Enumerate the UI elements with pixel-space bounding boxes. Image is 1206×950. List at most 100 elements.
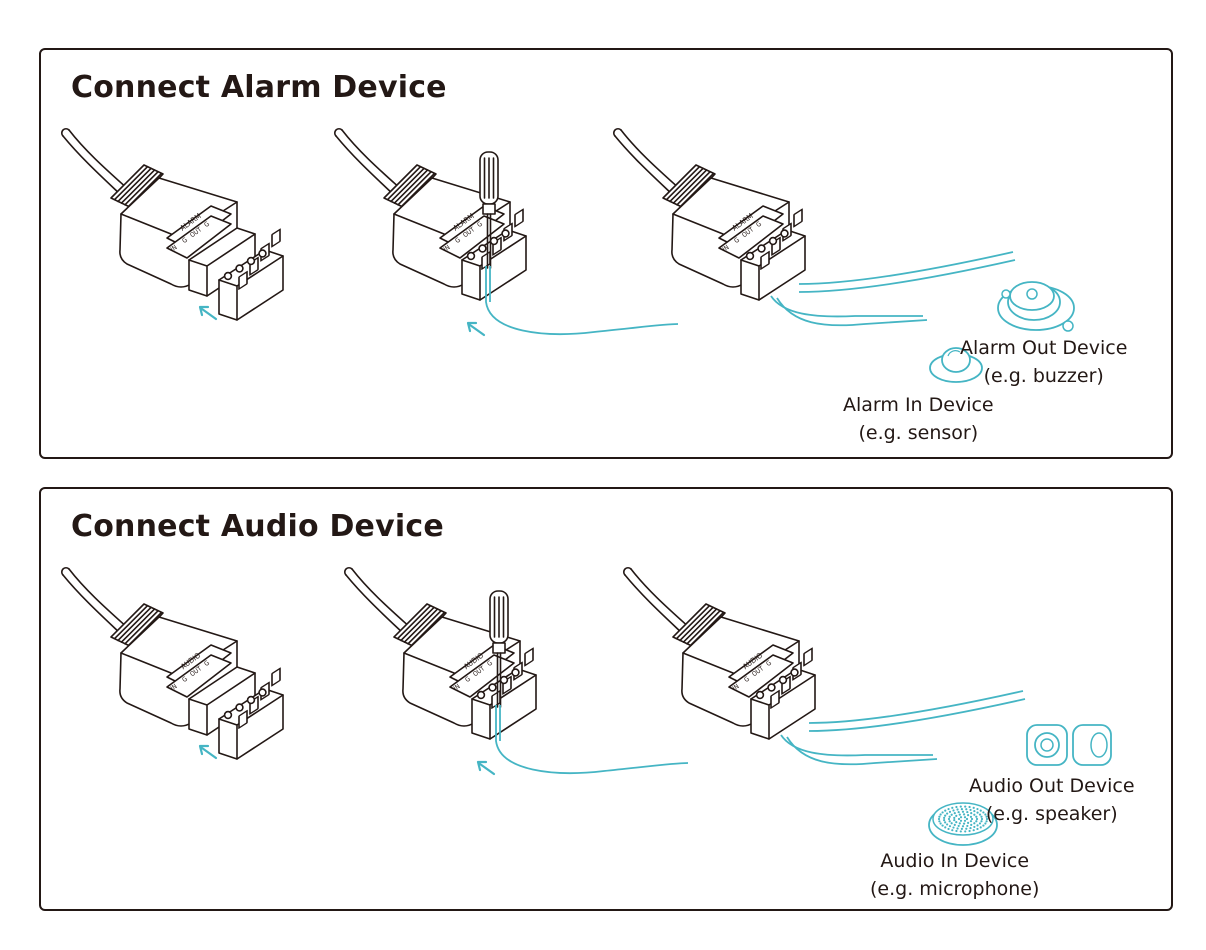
screw-icon — [511, 668, 520, 677]
pin-label: IN — [169, 682, 179, 692]
screw-icon — [778, 675, 788, 685]
in-device-name: Audio In Device — [880, 850, 1030, 872]
panel-title: Connect Alarm Device — [71, 70, 447, 105]
insert-arrow-icon — [200, 746, 218, 760]
screw-icon — [223, 271, 233, 281]
wire-port — [793, 208, 803, 228]
pin-label: G — [203, 659, 212, 668]
wire-port — [514, 208, 524, 228]
strain-relief — [110, 164, 164, 209]
screw-icon — [757, 244, 766, 253]
out-wire — [808, 690, 1024, 724]
screw-icon — [501, 229, 510, 238]
cable — [345, 574, 406, 636]
cable — [620, 129, 682, 191]
insert-arrow-icon — [200, 307, 218, 321]
in-wire — [776, 297, 928, 327]
pin-label: G — [476, 220, 485, 229]
screw-icon — [223, 710, 233, 720]
in-device-example: (e.g. sensor) — [858, 422, 979, 444]
speaker-icon — [1026, 724, 1112, 766]
terminal-plug — [218, 228, 284, 321]
out-device-name: Audio Out Device — [969, 775, 1135, 797]
out-wire — [798, 259, 1016, 293]
wire-port — [760, 250, 770, 270]
microphone-icon — [928, 802, 998, 846]
insert-arrow-icon — [478, 762, 496, 776]
screw-icon — [780, 229, 789, 238]
buzzer-icon — [997, 281, 1075, 332]
in-device-example: (e.g. microphone) — [870, 878, 1040, 900]
screwdriver-icon — [479, 151, 499, 269]
pin-label: G — [486, 659, 495, 668]
cable — [68, 129, 130, 191]
cable — [62, 574, 123, 636]
alarm-out-device-label: Alarm Out Device (e.g. buzzer) — [960, 334, 1127, 390]
pin-label: G — [743, 675, 752, 684]
out-wire — [798, 251, 1014, 285]
wire-port — [238, 270, 248, 290]
screw-icon — [235, 703, 244, 712]
wire-port — [524, 647, 534, 667]
terminal-plug — [218, 667, 284, 760]
screw-icon — [767, 683, 776, 692]
screw-icon — [246, 695, 256, 705]
alarm-devices — [929, 281, 1075, 383]
screw-icon — [745, 251, 755, 261]
sensor-icon — [929, 347, 983, 383]
terminal-plug — [471, 647, 537, 740]
cable — [335, 135, 396, 197]
cable — [624, 574, 685, 636]
cable — [614, 135, 675, 197]
pin-label: G — [203, 220, 212, 229]
strain-relief — [672, 603, 726, 648]
pin-label: IN — [442, 243, 452, 253]
screw-icon — [466, 251, 476, 261]
pin-label: IN — [731, 682, 741, 692]
audio-out-device-label: Audio Out Device (e.g. speaker) — [969, 772, 1135, 828]
terminal-plug — [750, 647, 816, 740]
pin-label: IN — [169, 243, 179, 253]
insert-arrow-icon — [468, 323, 486, 337]
audio-devices — [928, 724, 1112, 846]
in-wire — [786, 736, 938, 766]
screw-icon — [258, 249, 267, 258]
screw-icon — [499, 675, 509, 685]
audio-in-device-label: Audio In Device (e.g. microphone) — [870, 847, 1039, 903]
in-wire — [780, 734, 933, 757]
screw-icon — [768, 236, 778, 246]
cable — [351, 568, 413, 630]
pin-label: IN — [452, 682, 462, 692]
screw-icon — [790, 668, 799, 677]
out-device-name: Alarm Out Device — [960, 337, 1128, 359]
pin-label: G — [181, 675, 190, 684]
pin-label: G — [464, 675, 473, 684]
cable — [630, 568, 692, 630]
screw-icon — [478, 244, 487, 253]
pin-label: G — [755, 220, 764, 229]
screw-icon — [476, 690, 486, 700]
strain-relief — [393, 603, 447, 648]
panel-title: Connect Audio Device — [71, 509, 444, 544]
cable — [62, 135, 123, 197]
wire-port — [803, 647, 813, 667]
pin-label: IN — [721, 243, 731, 253]
out-wire — [808, 698, 1026, 732]
wire-port — [271, 667, 281, 687]
terminal-plug — [740, 208, 806, 301]
screw-icon — [246, 256, 256, 266]
pin-label: G — [181, 236, 190, 245]
pin-label: G — [733, 236, 742, 245]
screwdriver-icon — [489, 590, 509, 708]
screw-icon — [258, 688, 267, 697]
